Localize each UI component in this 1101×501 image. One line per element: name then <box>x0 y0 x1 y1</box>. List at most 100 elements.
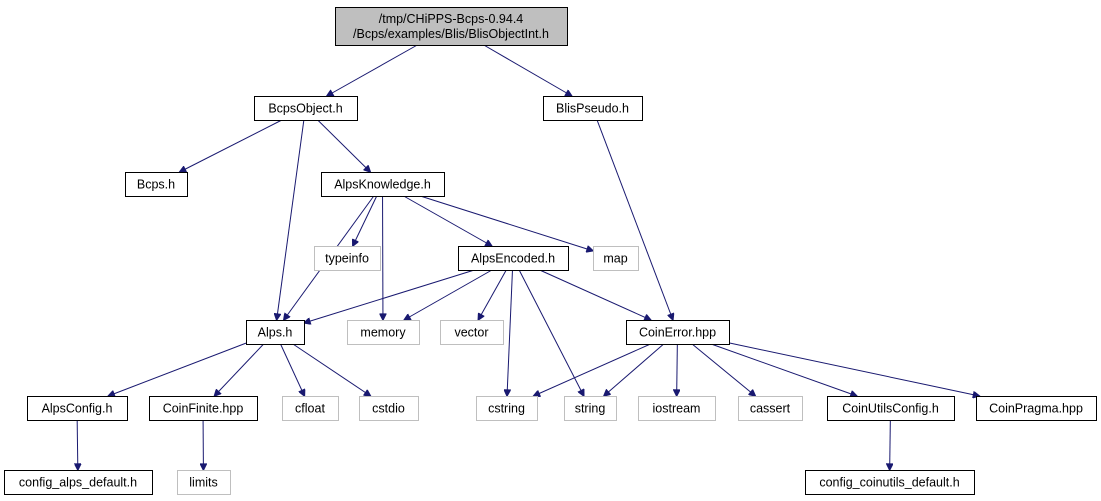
node-label: cfloat <box>295 402 325 416</box>
node-box <box>805 470 975 495</box>
node-coinfinite[interactable]: CoinFinite.hpp <box>149 396 258 421</box>
node-alps[interactable]: Alps.h <box>246 320 305 345</box>
node-config-coinutils-default[interactable]: config_coinutils_default.h <box>805 470 975 495</box>
edge-alpsencoded-to-vector <box>478 269 507 320</box>
node-label: AlpsEncoded.h <box>471 252 555 266</box>
node-label: /Bcps/examples/Blis/BlisObjectInt.h <box>353 27 549 41</box>
node-label: config_alps_default.h <box>19 476 137 490</box>
node-bcps[interactable]: Bcps.h <box>125 172 188 197</box>
node-box <box>738 396 803 421</box>
edge-alps-to-cfloat <box>280 343 305 396</box>
node-box <box>476 396 538 421</box>
edge-alpsknowledge-to-typeinfo <box>353 195 378 246</box>
node-box <box>4 470 153 495</box>
node-root[interactable]: /tmp/CHiPPS-Bcps-0.94.4/Bcps/examples/Bl… <box>335 7 568 46</box>
node-box <box>177 470 231 495</box>
edge-alpsencoded-to-coinerror <box>539 269 651 320</box>
edge-alpsconfig-to-config-alps-default <box>77 419 78 470</box>
node-box <box>27 396 128 421</box>
edge-alpsencoded-to-alps <box>304 269 475 323</box>
edge-alpsencoded-to-cstring <box>507 269 513 396</box>
edge-bcpsobject-to-alps <box>277 119 305 320</box>
node-blispseudo[interactable]: BlisPseudo.h <box>543 96 643 121</box>
node-label: config_coinutils_default.h <box>819 476 959 490</box>
node-label: map <box>603 252 627 266</box>
node-coinpragma[interactable]: CoinPragma.hpp <box>976 396 1097 421</box>
node-label: cassert <box>750 402 791 416</box>
nodes-layer: /tmp/CHiPPS-Bcps-0.94.4/Bcps/examples/Bl… <box>4 7 1097 495</box>
node-vector: vector <box>440 320 504 345</box>
node-alpsencoded[interactable]: AlpsEncoded.h <box>458 246 569 271</box>
node-alpsconfig[interactable]: AlpsConfig.h <box>27 396 128 421</box>
node-box <box>543 96 643 121</box>
node-box <box>125 172 188 197</box>
edge-alpsencoded-to-string <box>518 269 584 396</box>
edge-coinerror-to-cassert <box>691 343 755 396</box>
node-label: limits <box>189 476 217 490</box>
node-config-alps-default[interactable]: config_alps_default.h <box>4 470 153 495</box>
edge-alpsknowledge-to-alpsencoded <box>403 195 492 246</box>
node-label: BcpsObject.h <box>268 102 342 116</box>
node-coinutilsconfig[interactable]: CoinUtilsConfig.h <box>827 396 955 421</box>
node-box <box>827 396 955 421</box>
edge-root-to-blispseudo <box>483 44 572 96</box>
node-label: CoinFinite.hpp <box>163 402 244 416</box>
node-memory: memory <box>347 320 420 345</box>
edge-alps-to-alpsconfig <box>108 342 247 396</box>
edge-coinerror-to-coinutilsconfig <box>710 343 857 396</box>
node-cstdio: cstdio <box>359 396 419 421</box>
node-label: Bcps.h <box>137 178 175 192</box>
node-label: vector <box>454 326 488 340</box>
node-coinerror[interactable]: CoinError.hpp <box>626 320 730 345</box>
node-box <box>976 396 1097 421</box>
node-bcpsobject[interactable]: BcpsObject.h <box>254 96 358 121</box>
edge-bcpsobject-to-bcps <box>180 119 283 172</box>
edge-coinerror-to-cstring <box>534 343 651 396</box>
node-box <box>638 396 716 421</box>
node-box <box>314 246 381 271</box>
node-limits: limits <box>177 470 231 495</box>
edge-coinutilsconfig-to-config-coinutils-default <box>890 419 891 470</box>
node-map: map <box>593 246 639 271</box>
node-box <box>458 246 569 271</box>
node-box <box>282 396 339 421</box>
node-box <box>335 7 568 46</box>
node-label: string <box>575 402 606 416</box>
node-cfloat: cfloat <box>282 396 339 421</box>
node-cstring: cstring <box>476 396 538 421</box>
node-box <box>347 320 420 345</box>
node-label: memory <box>360 326 406 340</box>
edge-coinerror-to-string <box>604 343 665 396</box>
edges-layer <box>77 44 979 470</box>
node-label: iostream <box>653 402 701 416</box>
node-label: /tmp/CHiPPS-Bcps-0.94.4 <box>379 12 524 26</box>
node-label: Alps.h <box>258 326 293 340</box>
node-label: CoinError.hpp <box>639 326 716 340</box>
edge-alps-to-coinfinite <box>214 343 264 396</box>
node-box <box>593 246 639 271</box>
node-iostream: iostream <box>638 396 716 421</box>
node-label: AlpsKnowledge.h <box>334 178 431 192</box>
edge-blispseudo-to-coinerror <box>596 119 673 320</box>
node-label: typeinfo <box>325 252 369 266</box>
edge-coinerror-to-iostream <box>677 343 678 396</box>
node-label: BlisPseudo.h <box>556 102 629 116</box>
node-string: string <box>564 396 617 421</box>
node-box <box>149 396 258 421</box>
node-box <box>254 96 358 121</box>
node-box <box>321 172 445 197</box>
edge-root-to-bcpsobject <box>327 44 418 96</box>
node-label: CoinPragma.hpp <box>989 402 1083 416</box>
node-label: CoinUtilsConfig.h <box>842 402 939 416</box>
node-cassert: cassert <box>738 396 803 421</box>
edge-bcpsobject-to-alpsknowledge <box>317 119 371 172</box>
edge-coinerror-to-coinpragma <box>728 342 979 396</box>
node-label: cstring <box>488 402 525 416</box>
node-label: cstdio <box>372 402 405 416</box>
node-box <box>440 320 504 345</box>
edge-alpsencoded-to-memory <box>404 269 493 320</box>
node-box <box>564 396 617 421</box>
node-typeinfo: typeinfo <box>314 246 381 271</box>
node-alpsknowledge[interactable]: AlpsKnowledge.h <box>321 172 445 197</box>
